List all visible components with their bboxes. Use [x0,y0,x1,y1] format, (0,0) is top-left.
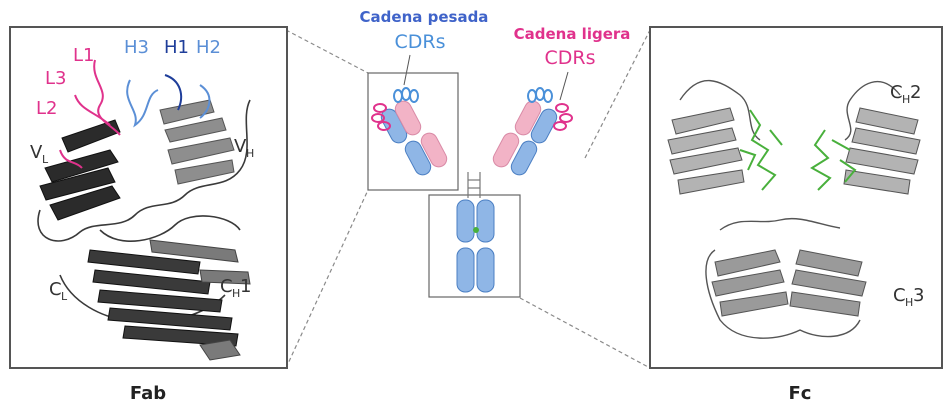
label-ch3-num: 3 [913,285,924,306]
heavy-chain-title: Cadena pesada [360,8,489,26]
connector-fab-top [286,30,368,73]
fc-panel: C H 2 C H 3 Fc [650,27,942,404]
label-ch3-main: C [893,285,906,306]
label-vh-sub: H [246,147,254,160]
label-ch2-main: C [890,82,903,103]
label-cl-sub: L [61,290,68,303]
label-l1: L1 [73,45,94,66]
label-ch1-num: 1 [240,276,251,297]
right-fab-arm [490,98,559,177]
label-ch2-num: 2 [910,82,921,103]
label-h1: H1 [164,37,189,58]
heavy-cdrs-pointer [404,55,410,85]
connector-fab-bottom [286,190,368,368]
fab-caption: Fab [130,383,166,404]
label-l2: L2 [36,98,57,119]
fc-caption: Fc [789,383,812,404]
antibody-schematic: Cadena pesada CDRs Cadena ligera CDRs [360,8,631,297]
label-ch1-main: C [220,276,233,297]
label-vl-sub: L [42,153,49,166]
fc-frame [650,27,942,368]
connector-lines [286,30,650,368]
glycan-dot [473,227,479,233]
label-cl-main: C [49,279,62,300]
fc-left-ch3 [457,248,474,292]
heavy-cdrs-label: CDRs [395,31,446,53]
fc-right-ch2 [477,200,494,242]
light-cdrs-label: CDRs [545,47,596,69]
light-cdrs-pointer [560,72,568,100]
fc-left-ch2 [457,200,474,242]
connector-fc-bottom [520,298,650,368]
left-fab-arm [378,98,449,177]
fab-panel: L1 H3 H1 H2 L3 L2 V L V H C L C H 1 Fab [10,27,287,404]
label-l3: L3 [45,68,66,89]
label-h3: H3 [124,37,149,58]
light-chain-title: Cadena ligera [514,25,631,43]
hinge [468,172,480,198]
label-h2: H2 [196,37,221,58]
fc-stem [457,200,494,292]
fc-right-ch3 [477,248,494,292]
